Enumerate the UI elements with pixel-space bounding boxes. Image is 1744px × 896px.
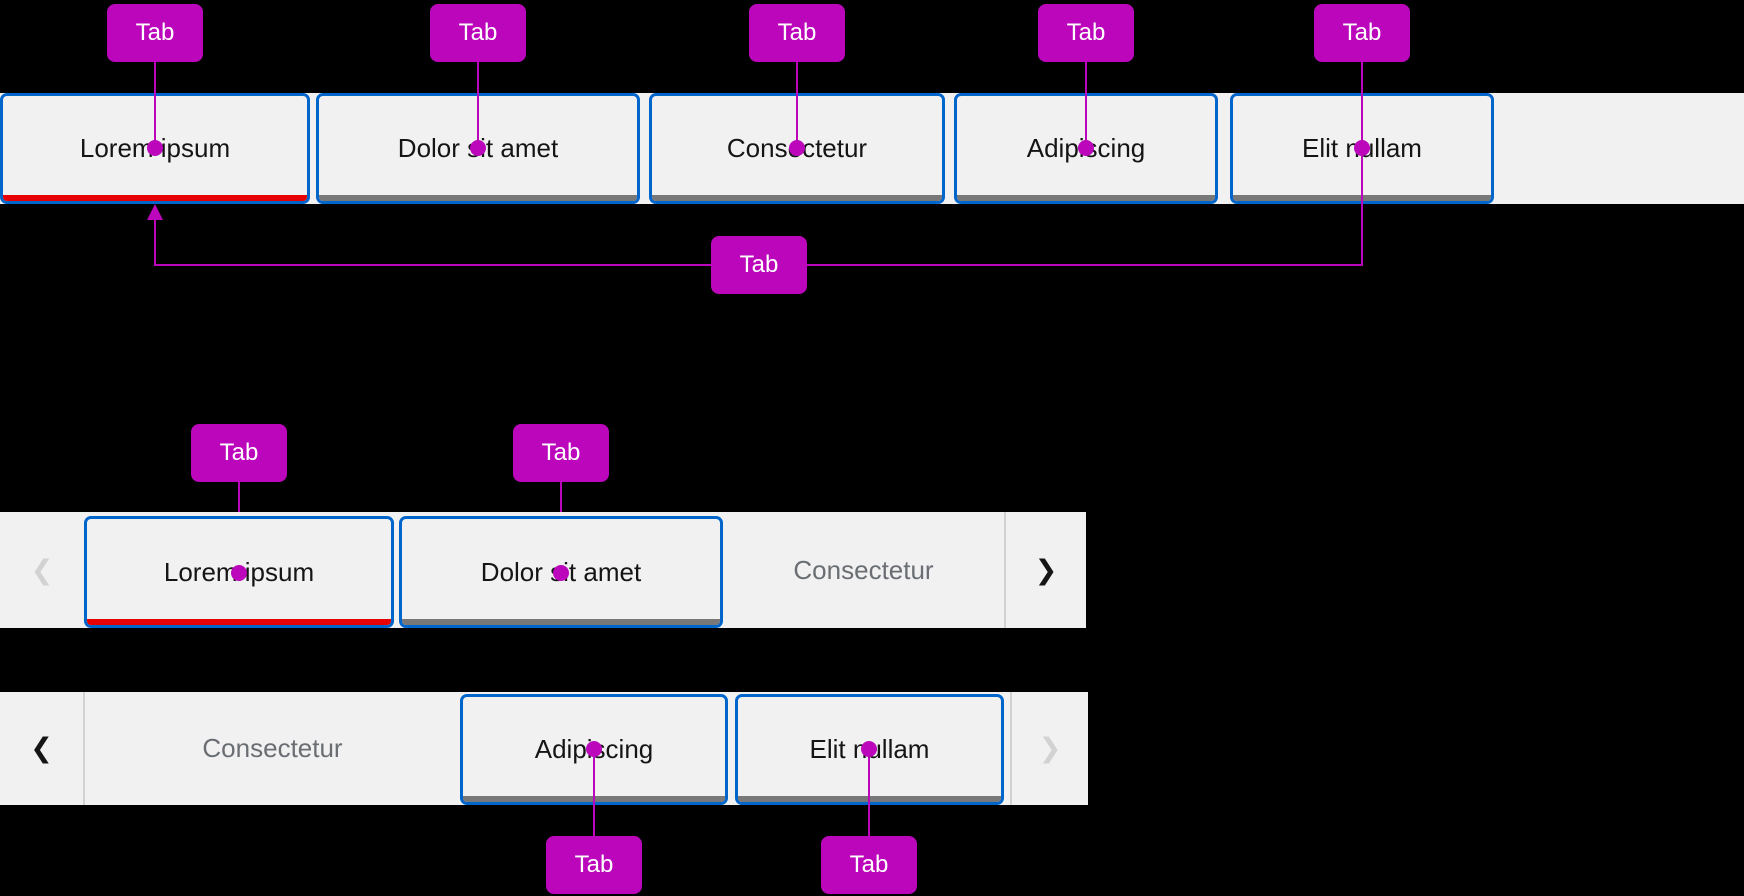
annotation-dot	[147, 140, 163, 156]
scroll-left-button[interactable]: ❮	[0, 692, 83, 805]
annotation-dot	[470, 140, 486, 156]
annotation-badge-tab: Tab	[107, 4, 203, 62]
chevron-right-icon: ❯	[1034, 554, 1058, 586]
scroll-divider	[1004, 512, 1006, 628]
annotation-badge-tab: Tab	[821, 836, 917, 894]
tab-bar-overflow-end: ❮ Consectetur Adipiscing Elit nullam ❯	[0, 692, 1088, 805]
annotation-badge-tab: Tab	[711, 236, 807, 294]
scroll-right-button[interactable]: ❯	[1006, 512, 1086, 628]
active-tab-underline	[87, 619, 391, 625]
annotation-connector-line	[154, 220, 156, 266]
annotation-badge-tab: Tab	[1038, 4, 1134, 62]
annotation-dot	[231, 565, 247, 581]
chevron-left-icon: ❮	[30, 554, 54, 586]
tab-consectetur[interactable]: Consectetur	[793, 554, 934, 585]
inactive-tab-underline	[652, 195, 942, 201]
annotation-connector-line	[1085, 62, 1087, 148]
annotation-connector-line	[477, 62, 479, 148]
annotation-dot	[553, 565, 569, 581]
annotation-connector-line	[1361, 148, 1363, 266]
tab-consectetur[interactable]: Consectetur	[202, 733, 343, 763]
tab-bar-overflow-start: ❮ Lorem ipsum Dolor sit amet Consectetur…	[0, 512, 1086, 628]
inactive-tab-underline	[957, 195, 1215, 201]
annotation-badge-tab: Tab	[1314, 4, 1410, 62]
annotation-badge-tab: Tab	[430, 4, 526, 62]
tab-dolor-sit-amet[interactable]: Dolor sit amet	[399, 516, 723, 628]
annotation-dot	[789, 140, 805, 156]
tab-bar-full: Lorem ipsum Dolor sit amet Consectetur A…	[0, 93, 1744, 204]
chevron-right-icon: ❯	[1038, 733, 1062, 764]
chevron-left-icon: ❮	[30, 733, 53, 764]
scroll-divider	[1010, 692, 1012, 805]
annotation-arrow-up	[147, 204, 163, 220]
annotation-connector-line	[1361, 62, 1363, 148]
annotation-connector-line	[868, 749, 870, 836]
annotation-connector-line	[796, 62, 798, 148]
annotation-badge-tab: Tab	[749, 4, 845, 62]
annotation-connector-line	[154, 62, 156, 148]
annotation-badge-tab: Tab	[513, 424, 609, 482]
annotation-badge-tab: Tab	[191, 424, 287, 482]
scroll-divider	[83, 692, 85, 805]
inactive-tab-underline	[319, 195, 637, 201]
annotation-connector-line	[593, 749, 595, 836]
annotation-dot	[1078, 140, 1094, 156]
active-tab-underline	[3, 195, 307, 201]
annotation-badge-tab: Tab	[546, 836, 642, 894]
scroll-right-button[interactable]: ❯	[1012, 692, 1088, 805]
scroll-left-button[interactable]: ❮	[0, 512, 84, 628]
inactive-tab-underline	[402, 619, 720, 625]
